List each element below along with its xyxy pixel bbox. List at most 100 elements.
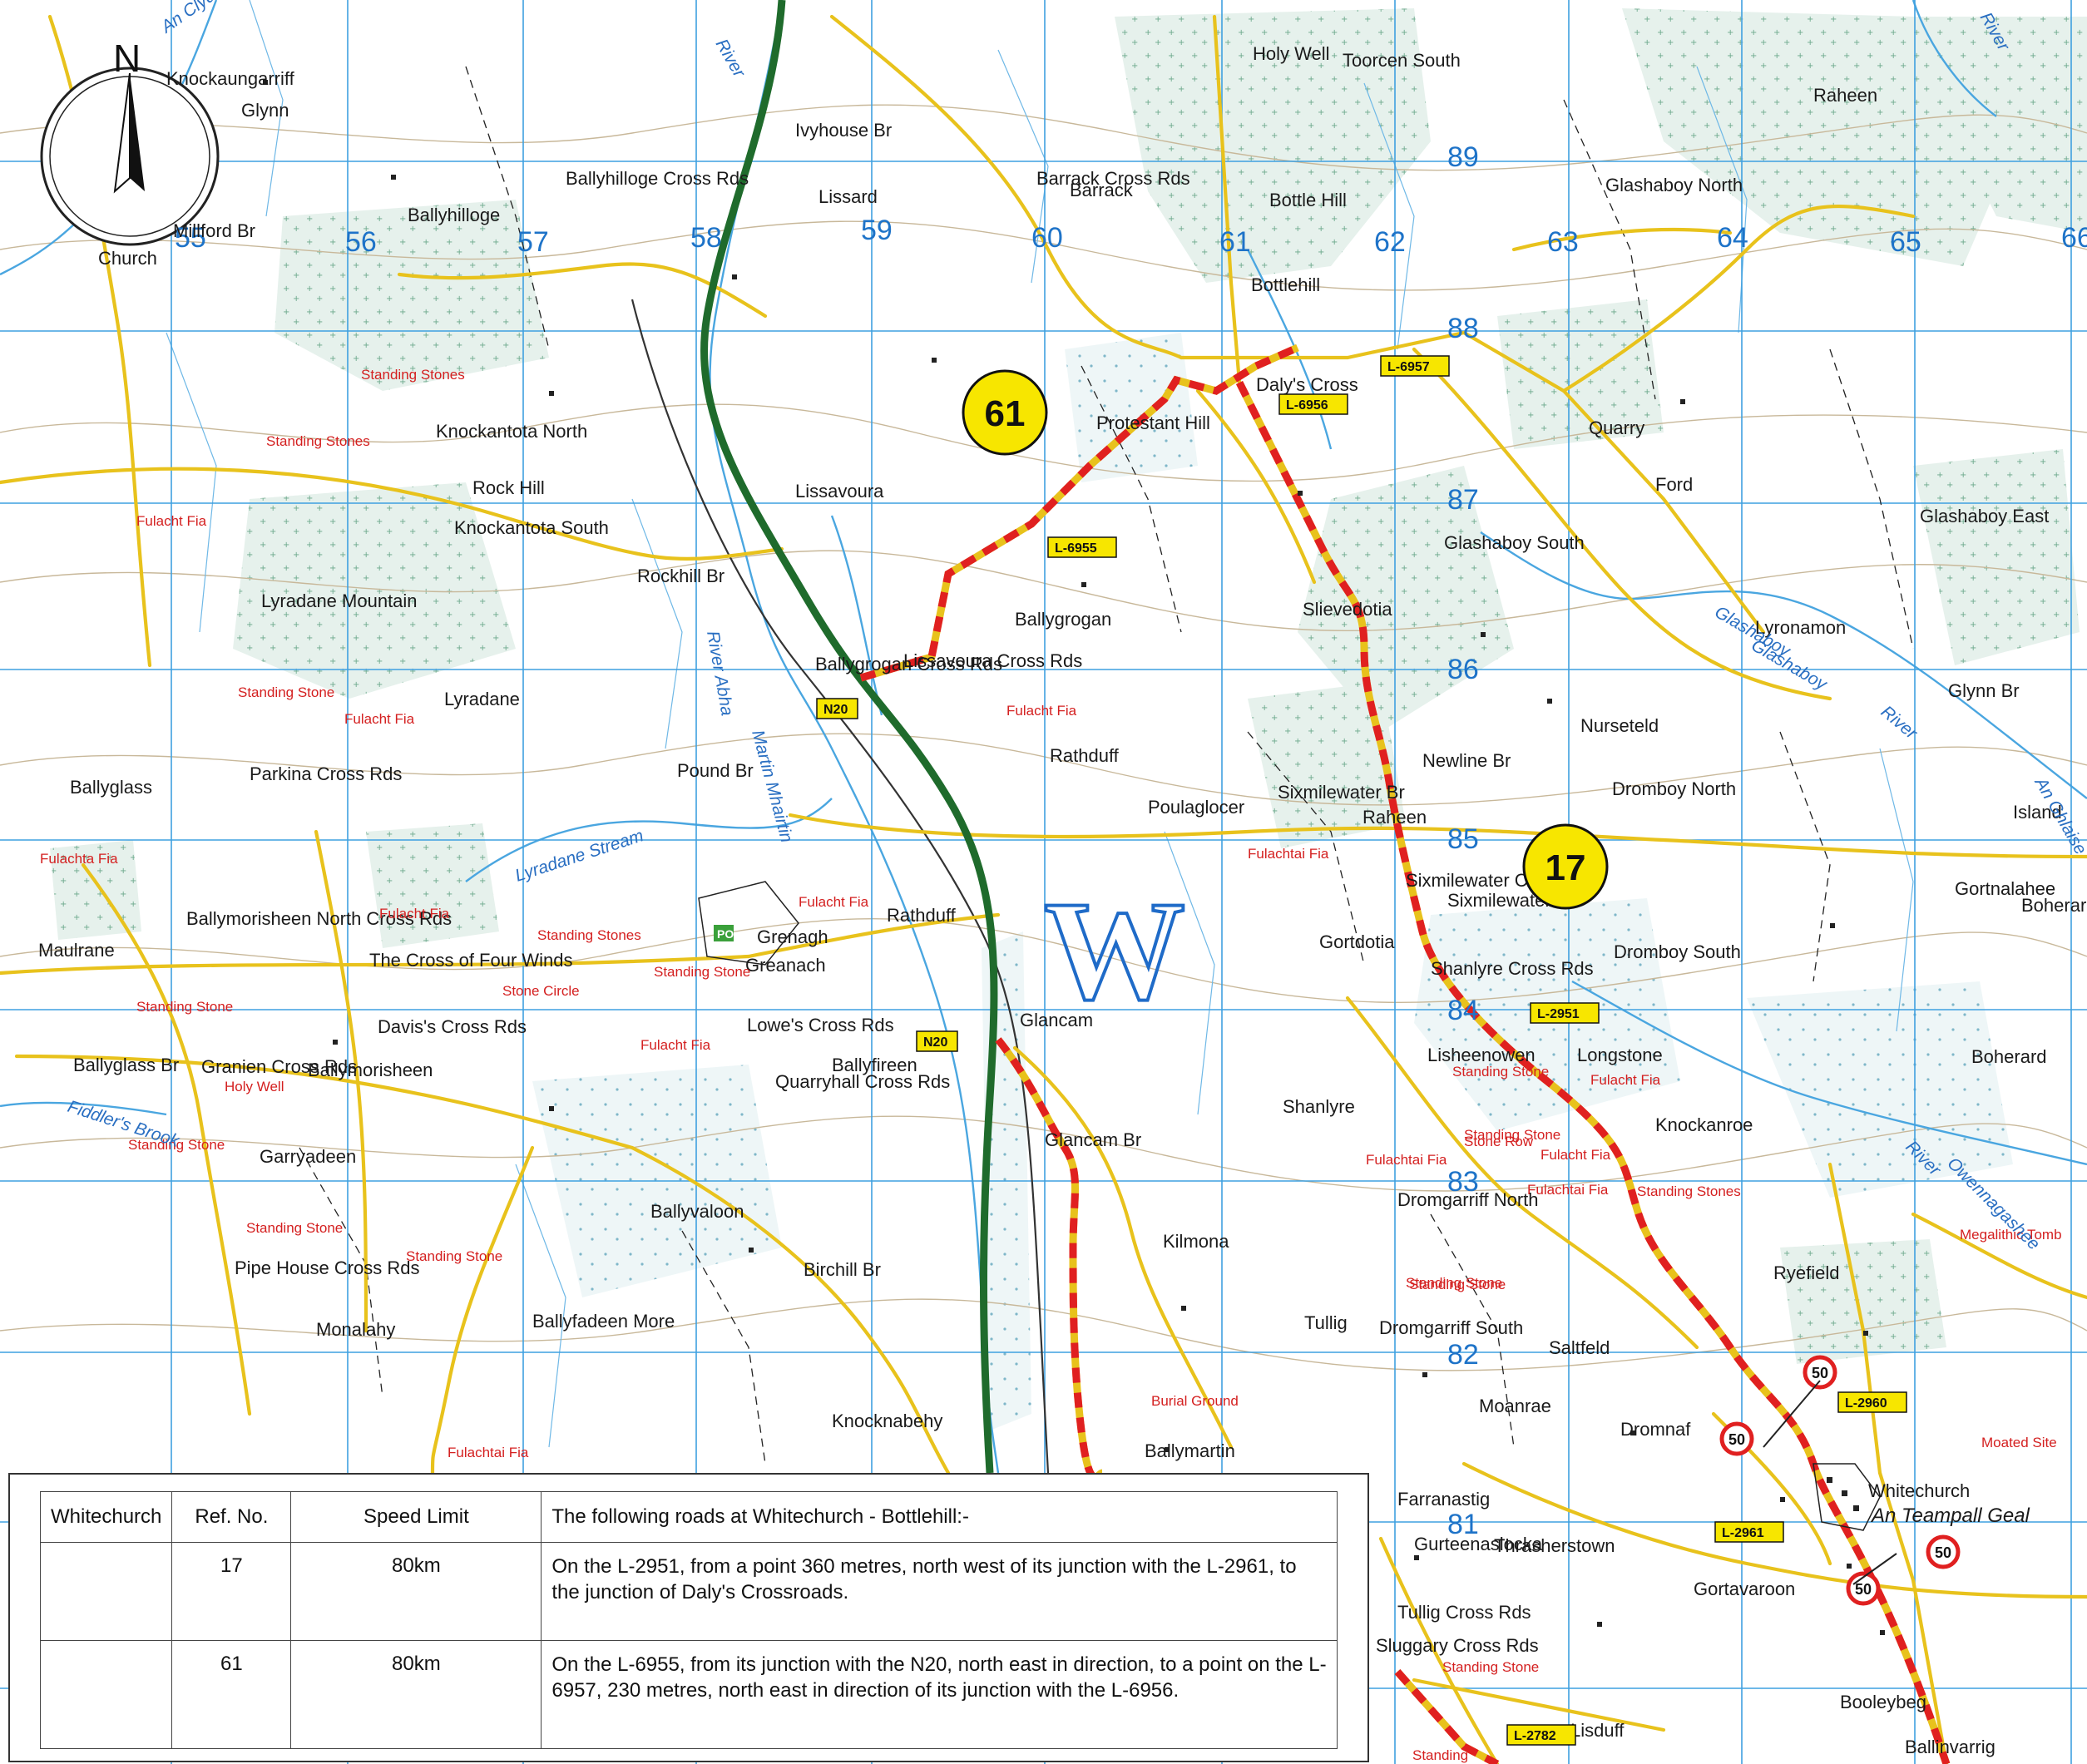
grid-number-easting: 64	[1717, 222, 1748, 254]
place-label: Daly's Cross	[1256, 374, 1358, 395]
road-code-label: L-2961	[1714, 1521, 1784, 1543]
speed-sign-icon: 50	[1803, 1355, 1837, 1390]
place-label: Ballymartin	[1145, 1440, 1235, 1461]
place-label: Glashaboy East	[1920, 506, 2049, 526]
place-label: Lyronamon	[1755, 617, 1846, 638]
building-markers	[263, 80, 1885, 1635]
n20-national-road	[700, 0, 998, 1474]
antiquity-label: Fulacht Fia	[799, 894, 869, 910]
grid-number-easting: 63	[1547, 226, 1579, 258]
grid-number-northing: 81	[1447, 1509, 1479, 1540]
place-label: Raheen	[1362, 807, 1427, 828]
place-label: Nurseteld	[1580, 715, 1659, 736]
place-label: The Cross of Four Winds	[369, 950, 573, 971]
place-labels: KnockaungarriffGlynnBallyhillogeBallyhil…	[38, 43, 2087, 1757]
antiquity-label: Fulachtai Fia	[448, 1445, 529, 1460]
place-label: Knocknabehy	[832, 1411, 942, 1431]
place-label: Ballyfadeen More	[532, 1311, 675, 1332]
antiquity-label: Standing	[1412, 1747, 1468, 1763]
row-limit-cell: 80km	[290, 1542, 542, 1641]
route-reference-marker: 61	[962, 369, 1048, 456]
place-label: Lyradane	[444, 689, 520, 709]
place-label: Maulrane	[38, 940, 115, 961]
place-label: Knockantota North	[436, 421, 587, 442]
row-ref-cell: 17	[171, 1542, 292, 1641]
road-code-label: N20	[916, 1030, 958, 1052]
place-label: Dromboy South	[1614, 941, 1741, 962]
place-label: Protestant Hill	[1096, 413, 1210, 433]
legend-table-panel: Whitechurch Ref. No. Speed Limit The fol…	[8, 1473, 1369, 1762]
local-roads	[0, 14, 2087, 1764]
post-office-icon	[714, 925, 734, 941]
speed-limit-routes	[859, 343, 1951, 1764]
place-label: Lissard	[818, 186, 878, 207]
antiquity-label: Fulachta Fia	[40, 851, 118, 867]
row-area-cell	[39, 1640, 173, 1749]
grid-number-easting: 56	[345, 226, 377, 258]
place-label: Grenagh	[757, 926, 828, 947]
place-label: Newline Br	[1422, 750, 1511, 771]
place-label: Sluggary Cross Rds	[1376, 1635, 1539, 1656]
place-label: Birchill Br	[804, 1259, 881, 1280]
antiquity-label: Standing Stone	[128, 1137, 225, 1153]
place-label: Glynn	[241, 100, 289, 121]
antiquity-label: Moated Site	[1981, 1435, 2057, 1450]
antiquity-label: Fulacht Fia	[640, 1037, 711, 1053]
grid-number-easting: 62	[1374, 226, 1406, 258]
grid-number-northing: 87	[1447, 484, 1479, 516]
antiquity-label: Stone Circle	[502, 983, 580, 999]
place-label: Barrack Cross Rds	[1036, 168, 1190, 189]
contour-lines	[0, 104, 2087, 1371]
place-label: Bottle Hill	[1269, 190, 1347, 210]
antiquity-label: Fulachtai Fia	[1366, 1152, 1447, 1168]
place-label: Shanlyre Cross Rds	[1431, 958, 1594, 979]
road-code-label: L-6956	[1278, 393, 1348, 415]
place-label: Pound Br	[677, 760, 754, 781]
place-label: Sixmilewater Br	[1278, 782, 1405, 803]
speed-sign-value: 50	[1855, 1581, 1872, 1598]
place-label: Lisduff	[1570, 1720, 1625, 1741]
speed-sign-icon: 50	[1926, 1534, 1961, 1569]
place-label: Greanach	[745, 955, 826, 976]
grid-number-northing: 85	[1447, 823, 1479, 855]
place-label: Ballinvarrig	[1905, 1737, 1996, 1757]
antiquity-label: Standing Stone	[136, 999, 233, 1015]
place-label: Tullig Cross Rds	[1397, 1602, 1531, 1623]
table-row: 17 80km On the L-2951, from a point 360 …	[39, 1542, 1338, 1641]
road-code-text: L-6955	[1055, 541, 1097, 556]
antiquity-label: Standing Stone	[1406, 1275, 1502, 1291]
grid-number-easting: 66	[2061, 222, 2087, 254]
place-label: Garryadeen	[260, 1146, 356, 1167]
place-label: Ballyfireen	[832, 1055, 917, 1075]
place-label: Ballyglass	[70, 777, 152, 798]
grid-number-northing: 89	[1447, 141, 1479, 173]
road-code-label: L-6957	[1380, 355, 1450, 377]
row-description-cell: On the L-6955, from its junction with th…	[541, 1640, 1338, 1749]
route-reference-number: 17	[1545, 847, 1586, 888]
place-label: Quarry	[1589, 418, 1644, 438]
irish-labels: An Teampall Geal	[1870, 1505, 2030, 1527]
place-label: Poulaglocer	[1148, 797, 1244, 818]
grid-number-easting: 55	[175, 222, 206, 254]
antiquity-label: Fulacht Fia	[1006, 703, 1077, 719]
antiquity-label: Stone Row	[1464, 1134, 1534, 1149]
place-label: Knockaungarriff	[166, 68, 295, 89]
sign-pointers	[1763, 1380, 1897, 1585]
place-label: Ballyhilloge Cross Rds	[566, 168, 749, 189]
route-reference-marker: 17	[1522, 823, 1609, 910]
grid-number-northing: 83	[1447, 1166, 1479, 1198]
antiquity-label: Standing Stones	[1637, 1183, 1741, 1199]
place-label: Gortdotia	[1319, 931, 1395, 952]
place-label: Boherard Cross Rds	[2021, 895, 2087, 916]
road-code-text: L-2961	[1722, 1526, 1764, 1540]
place-label: Glancam	[1020, 1010, 1093, 1030]
place-label: Dromgarriff South	[1379, 1317, 1523, 1338]
row-area-cell	[39, 1542, 173, 1641]
antiquity-label: Standing Stones	[361, 367, 465, 383]
north-label: N	[113, 37, 141, 80]
antiquity-label: Fulacht Fia	[1541, 1147, 1611, 1163]
place-label: Farranastig	[1397, 1489, 1490, 1510]
place-label: Glancam Br	[1045, 1129, 1141, 1150]
